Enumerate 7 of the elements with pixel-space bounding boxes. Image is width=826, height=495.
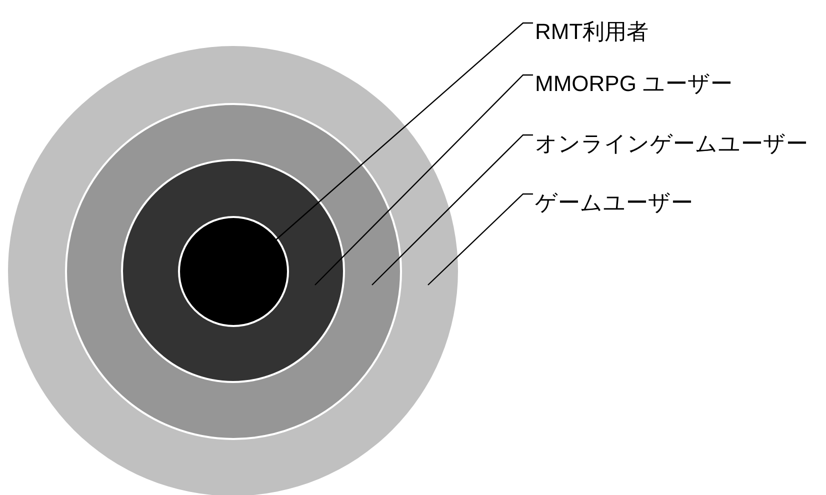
leader-line	[428, 193, 533, 286]
leader-line	[314, 74, 533, 286]
leader-line	[372, 134, 533, 286]
ring-label: ゲームユーザー	[535, 190, 693, 216]
ring-label: オンラインゲームユーザー	[535, 131, 808, 157]
ring-label: MMORPG ユーザー	[535, 71, 733, 97]
ring-label: RMT利用者	[535, 19, 649, 45]
